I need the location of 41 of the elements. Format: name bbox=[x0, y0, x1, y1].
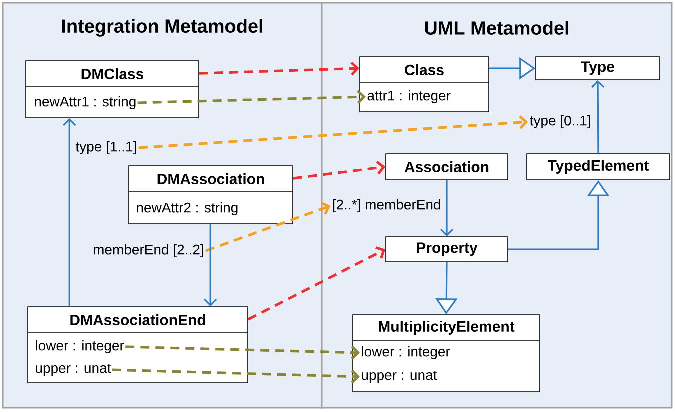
class-box bbox=[128, 166, 294, 224]
class-name: Association bbox=[404, 162, 489, 172]
association-arrow bbox=[63, 118, 76, 307]
trace-arrow bbox=[112, 368, 360, 384]
association-arrow bbox=[440, 180, 454, 237]
class-box bbox=[26, 60, 200, 118]
attribute-text: upper : unat bbox=[362, 371, 438, 383]
trace-arrow bbox=[293, 161, 386, 180]
role-label: type [0..1] bbox=[530, 115, 590, 129]
attribute-text: lower : integer bbox=[362, 346, 450, 360]
trace-arrow bbox=[248, 246, 386, 321]
association-arrow bbox=[591, 80, 605, 154]
attribute-text: lower : integer bbox=[36, 340, 124, 354]
trace-arrow bbox=[206, 202, 331, 252]
association-arrow bbox=[204, 224, 218, 307]
panel-title: Integration Metamodel bbox=[62, 19, 262, 37]
panel-title: UML Metamodel bbox=[425, 21, 568, 35]
attribute-text: attr1 : integer bbox=[368, 90, 451, 104]
class-box bbox=[386, 154, 508, 180]
trace-arrow bbox=[138, 90, 366, 104]
class-box bbox=[386, 236, 508, 262]
attribute-text: upper : unat bbox=[36, 364, 112, 376]
class-name: Type bbox=[581, 62, 614, 76]
class-box bbox=[352, 314, 540, 392]
role-label: [2..*] memberEnd bbox=[333, 199, 440, 213]
attribute-text: newAttr1 : string bbox=[35, 96, 136, 110]
trace-arrow bbox=[138, 116, 528, 150]
attribute-text: newAttr2 : string bbox=[137, 202, 238, 216]
class-box bbox=[360, 56, 490, 112]
class-name: DMClass bbox=[82, 68, 144, 80]
trace-arrow bbox=[199, 62, 360, 76]
class-name: DMAssociation bbox=[158, 174, 264, 184]
trace-arrow bbox=[126, 346, 360, 360]
role-label: type [1..1] bbox=[76, 141, 136, 155]
class-name: TypedElement bbox=[548, 160, 650, 174]
class-box bbox=[28, 306, 248, 384]
class-name: DMAssociationEnd bbox=[70, 314, 206, 326]
class-name: Class bbox=[405, 64, 444, 76]
role-label: memberEnd [2..2] bbox=[94, 244, 204, 258]
class-name: MultiplicityElement bbox=[379, 321, 515, 335]
class-name: Property bbox=[417, 242, 478, 256]
